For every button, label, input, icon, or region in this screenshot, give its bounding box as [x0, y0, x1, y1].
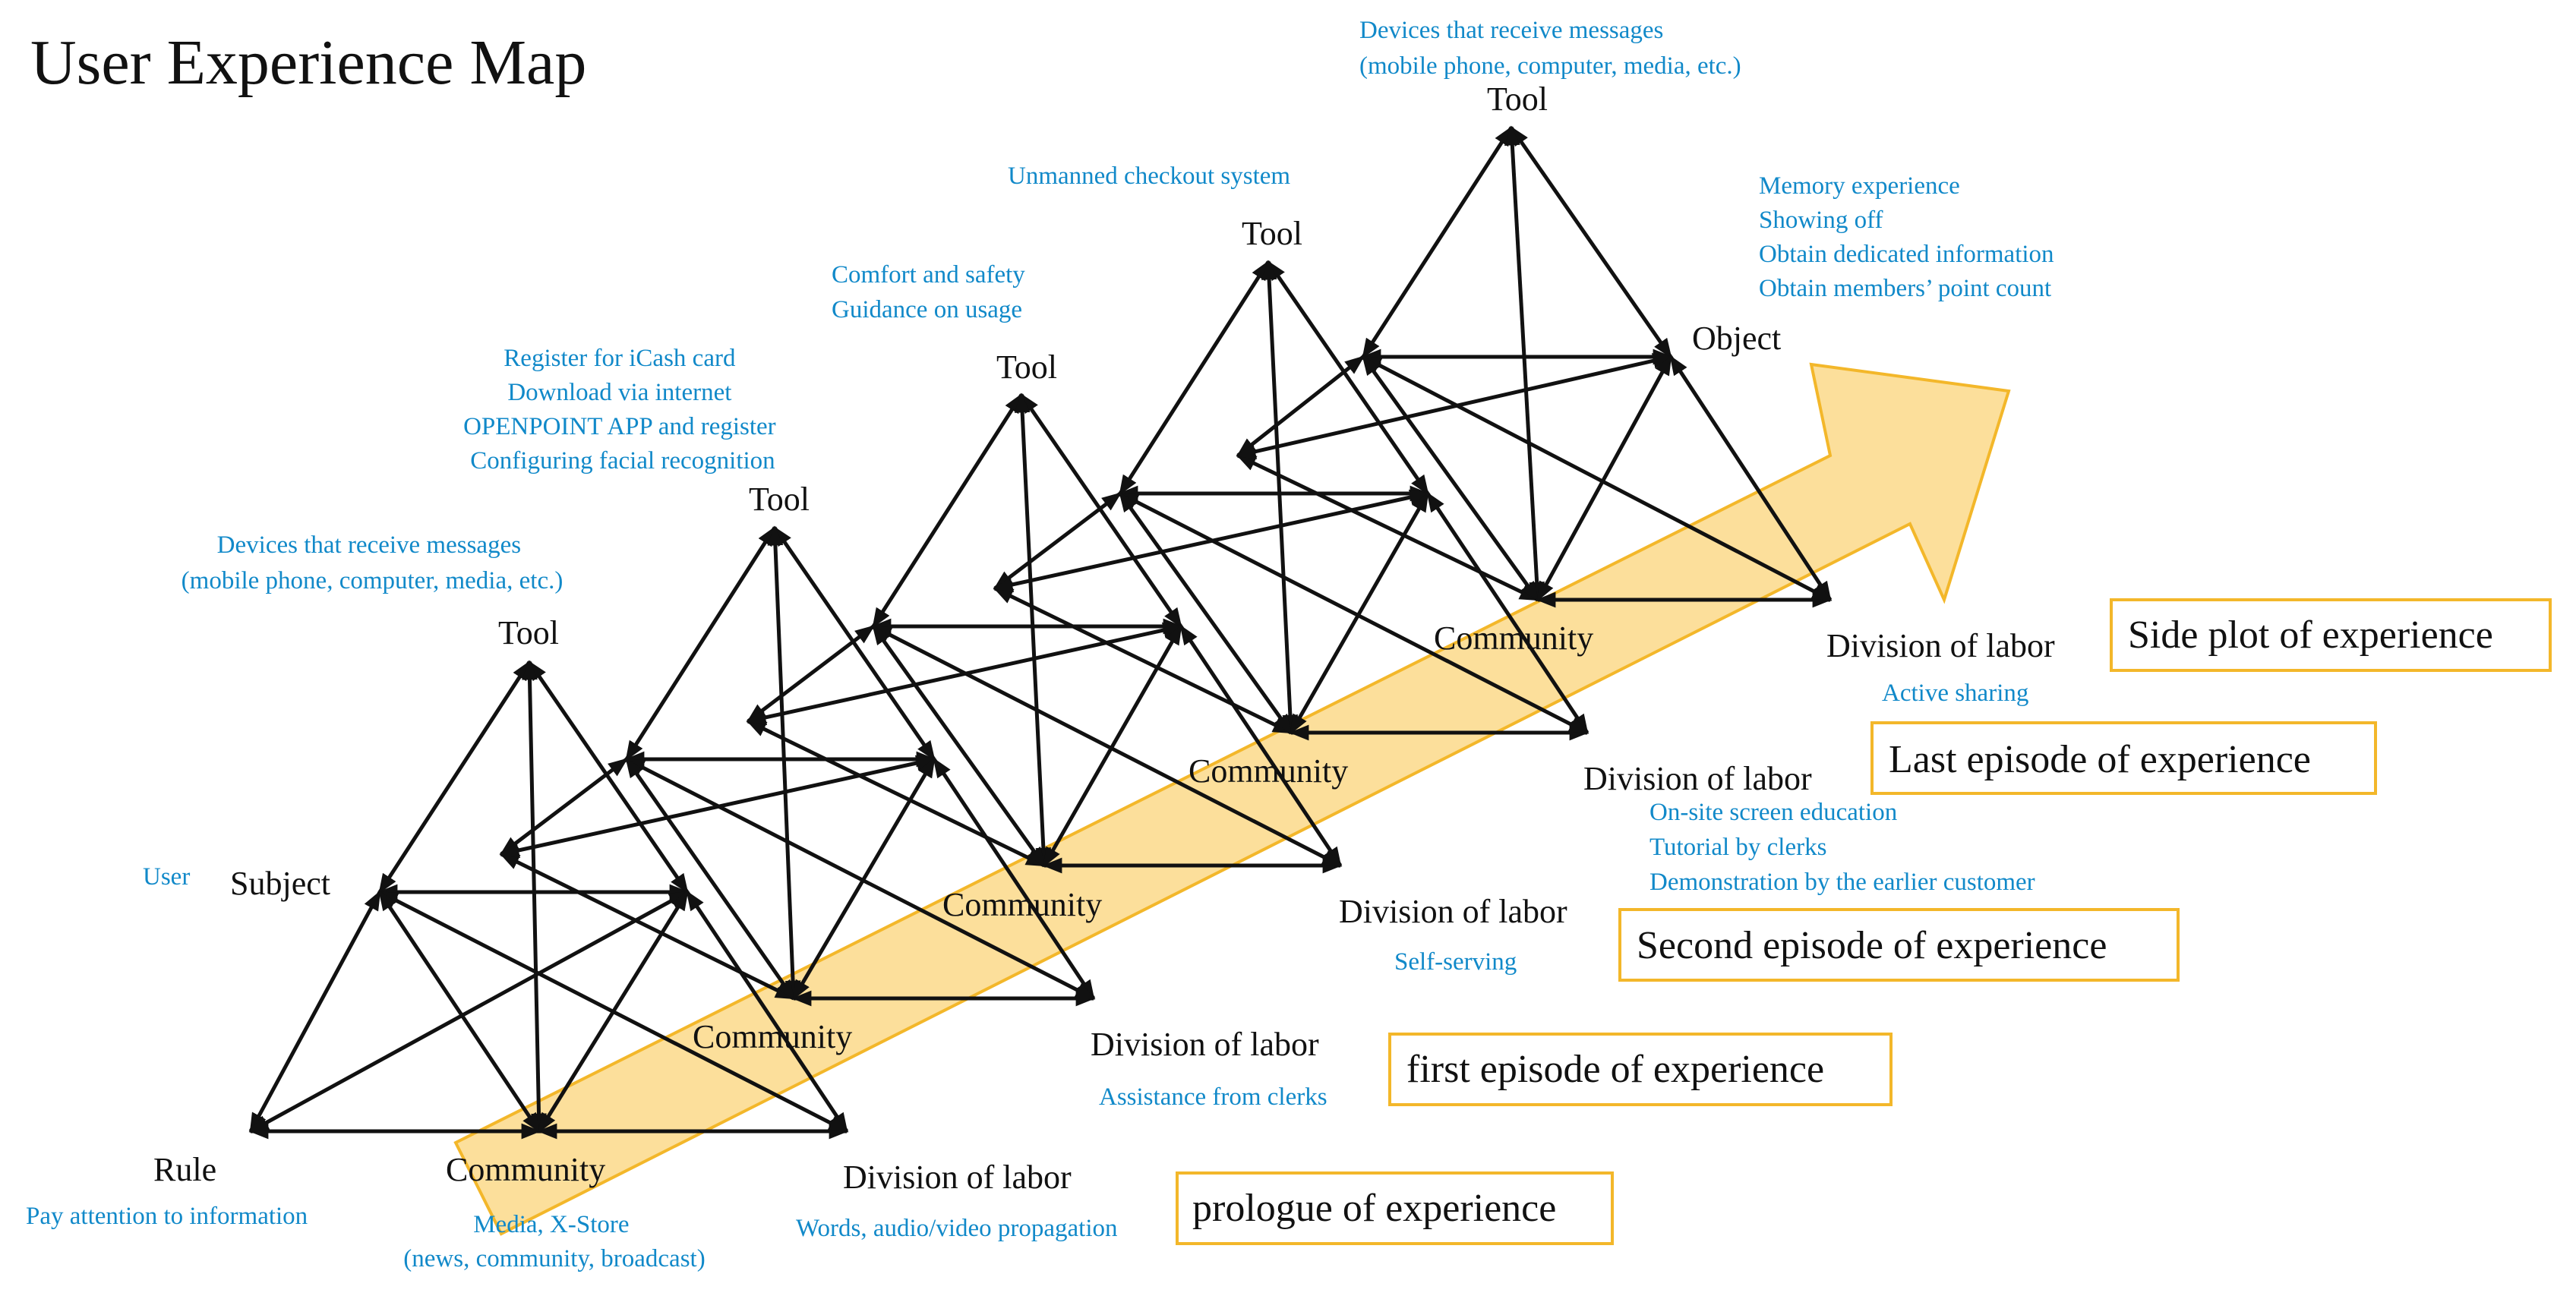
node-label-tool-2: Tool — [749, 481, 810, 518]
note-assistance: Assistance from clerks — [1099, 1083, 1327, 1111]
node-label-community-2: Community — [693, 1018, 852, 1055]
edge-p1-1 — [377, 660, 532, 894]
edge-p5-12 — [1536, 355, 1673, 602]
stage-box-last: Last episode of experience — [1870, 721, 2377, 795]
stage-label-prologue: prologue of experience — [1192, 1187, 1556, 1230]
edge-p5-11 — [1361, 355, 1540, 602]
node-label-division-3: Division of labor — [1339, 893, 1567, 930]
note-devices-1: Devices that receive messages (mobile ph… — [182, 531, 564, 594]
note-devices-2: Devices that receive messages (mobile ph… — [1359, 17, 1741, 80]
node-label-community-3: Community — [942, 886, 1102, 923]
node-label-tool-3: Tool — [996, 348, 1057, 386]
note-register: Register for iCash card Download via int… — [463, 345, 782, 475]
edge-p3-11 — [871, 624, 1046, 868]
edge-p3-3 — [1014, 393, 1052, 868]
edge-p3-1 — [871, 393, 1024, 629]
note-onsite: On-site screen education Tutorial by cle… — [1649, 799, 2035, 896]
note-user: User — [143, 863, 190, 891]
node-label-community-4: Community — [1189, 752, 1348, 790]
node-label-division-1: Division of labor — [843, 1159, 1072, 1196]
stage-box-first: first episode of experience — [1388, 1033, 1893, 1106]
node-label-tool-4: Tool — [1242, 215, 1302, 252]
note-unmanned: Unmanned checkout system — [1008, 162, 1290, 190]
node-label-rule: Rule — [153, 1151, 216, 1188]
note-self-serving: Self-serving — [1394, 948, 1517, 976]
edge-p2-11 — [624, 757, 796, 1001]
node-label-subject: Subject — [230, 865, 330, 902]
edge-p1-11 — [377, 890, 541, 1134]
node-label-division-4: Division of labor — [1583, 760, 1812, 797]
node-label-tool-5: Tool — [1487, 80, 1548, 118]
stage-box-side: Side plot of experience — [2110, 598, 2552, 672]
stage-label-second: Second episode of experience — [1637, 924, 2107, 967]
node-label-community-1: Community — [446, 1151, 605, 1188]
activity-edges — [248, 125, 1833, 1140]
edge-p2-3 — [767, 525, 801, 1001]
node-label-division-5: Division of labor — [1826, 627, 2055, 664]
node-label-tool-1: Tool — [498, 614, 559, 651]
edge-p5-1 — [1361, 125, 1514, 359]
stage-label-side: Side plot of experience — [2128, 613, 2493, 657]
node-label-object: Object — [1692, 320, 1781, 357]
stage-label-last: Last episode of experience — [1889, 738, 2311, 781]
edge-p5-2 — [1509, 125, 1673, 359]
note-words-propagation: Words, audio/video propagation — [796, 1215, 1118, 1242]
node-label-community-5: Community — [1434, 620, 1593, 657]
edge-p4-11 — [1118, 491, 1293, 735]
edge-p4-1 — [1118, 260, 1271, 496]
note-active-sharing: Active sharing — [1882, 680, 2028, 707]
note-memory: Memory experience Showing off Obtain ded… — [1759, 172, 2060, 302]
edge-p1-3 — [522, 660, 547, 1134]
stage-box-second: Second episode of experience — [1618, 908, 2180, 982]
edge-p5-3 — [1504, 125, 1545, 602]
edge-p4-3 — [1261, 260, 1299, 735]
stage-box-prologue: prologue of experience — [1176, 1171, 1614, 1245]
edge-p5-9 — [1361, 355, 1833, 602]
note-media-xstore: Media, X-Store (news, community, broadca… — [403, 1211, 705, 1272]
note-pay-attention: Pay attention to information — [26, 1203, 308, 1230]
page-title: User Experience Map — [30, 27, 586, 98]
stage-label-first: first episode of experience — [1406, 1048, 1824, 1091]
edge-p2-1 — [624, 525, 777, 762]
node-label-division-2: Division of labor — [1091, 1026, 1319, 1063]
note-comfort: Comfort and safety Guidance on usage — [832, 261, 1031, 323]
